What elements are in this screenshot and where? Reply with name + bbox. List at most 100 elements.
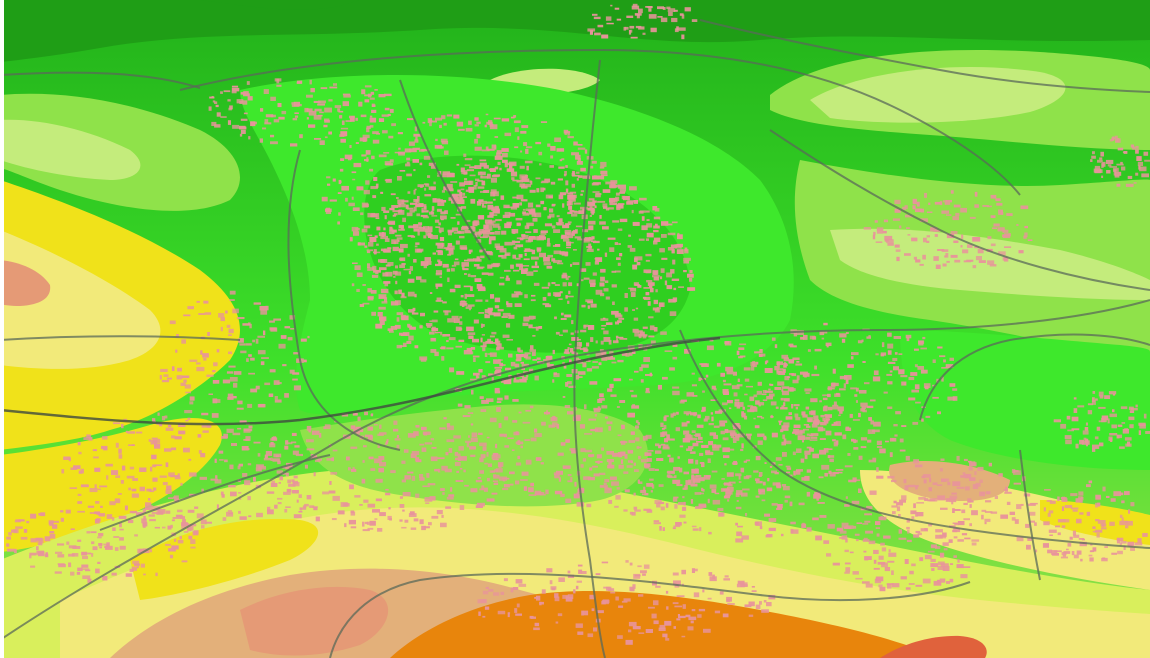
building (691, 568, 695, 573)
building (1071, 416, 1079, 422)
building (202, 430, 209, 433)
building (597, 460, 600, 464)
building (208, 106, 212, 111)
building (498, 463, 502, 469)
building (448, 448, 453, 453)
building (630, 36, 638, 39)
building (771, 503, 778, 506)
building (982, 205, 989, 207)
building (915, 584, 923, 587)
building (940, 458, 945, 461)
building (524, 225, 530, 230)
building (512, 179, 518, 182)
building (587, 305, 590, 309)
building (764, 435, 767, 441)
building (464, 293, 467, 299)
building (954, 522, 959, 526)
building (430, 438, 435, 441)
building (786, 467, 792, 470)
building (762, 399, 768, 401)
building (520, 445, 523, 449)
building (932, 396, 939, 399)
building (513, 115, 517, 118)
building (529, 368, 534, 373)
building (984, 511, 993, 513)
building (681, 14, 685, 19)
building (524, 352, 531, 355)
building (933, 580, 942, 586)
building (675, 427, 680, 432)
building (320, 87, 328, 90)
building (373, 251, 381, 254)
building (406, 212, 413, 217)
building (501, 230, 507, 235)
building (521, 367, 525, 371)
building (902, 206, 906, 210)
building (866, 505, 873, 509)
building (741, 535, 749, 540)
building (465, 306, 472, 309)
building (498, 346, 504, 350)
building (496, 152, 501, 157)
building (204, 312, 212, 315)
building (250, 388, 258, 393)
building (855, 387, 859, 392)
building (915, 401, 921, 404)
building (472, 338, 479, 343)
building (424, 257, 431, 262)
building (277, 382, 282, 385)
building (686, 413, 689, 416)
building (819, 438, 826, 440)
building (581, 304, 586, 308)
building (692, 528, 699, 531)
building (1092, 547, 1097, 552)
building (906, 526, 910, 530)
building (184, 410, 193, 414)
building (455, 326, 462, 331)
building (539, 235, 545, 240)
building (953, 536, 958, 539)
building (637, 330, 643, 333)
building (240, 118, 248, 121)
building (396, 344, 402, 349)
building (683, 260, 689, 264)
building (584, 433, 592, 435)
building (446, 188, 454, 192)
building (821, 337, 825, 340)
building (880, 542, 885, 546)
building (457, 230, 461, 234)
building (340, 131, 348, 137)
building (377, 528, 383, 532)
building (1127, 175, 1133, 179)
building (164, 415, 168, 419)
building (764, 361, 768, 365)
building (337, 108, 341, 112)
building (582, 229, 589, 233)
building (381, 291, 388, 293)
building (720, 488, 729, 492)
building (887, 584, 892, 589)
building (429, 331, 435, 335)
building (516, 280, 522, 285)
building (491, 214, 498, 216)
building (987, 236, 992, 240)
building (665, 590, 669, 594)
building (737, 433, 745, 438)
building (764, 462, 767, 464)
building (818, 476, 824, 479)
building (369, 97, 375, 100)
building (765, 535, 771, 538)
building (577, 158, 581, 162)
building (994, 495, 998, 499)
building (245, 436, 251, 441)
building (536, 188, 540, 193)
building (930, 227, 938, 232)
building (1006, 501, 1011, 505)
building (265, 451, 273, 456)
building (523, 316, 530, 322)
building (888, 549, 891, 553)
building (374, 518, 378, 520)
building (678, 615, 686, 619)
